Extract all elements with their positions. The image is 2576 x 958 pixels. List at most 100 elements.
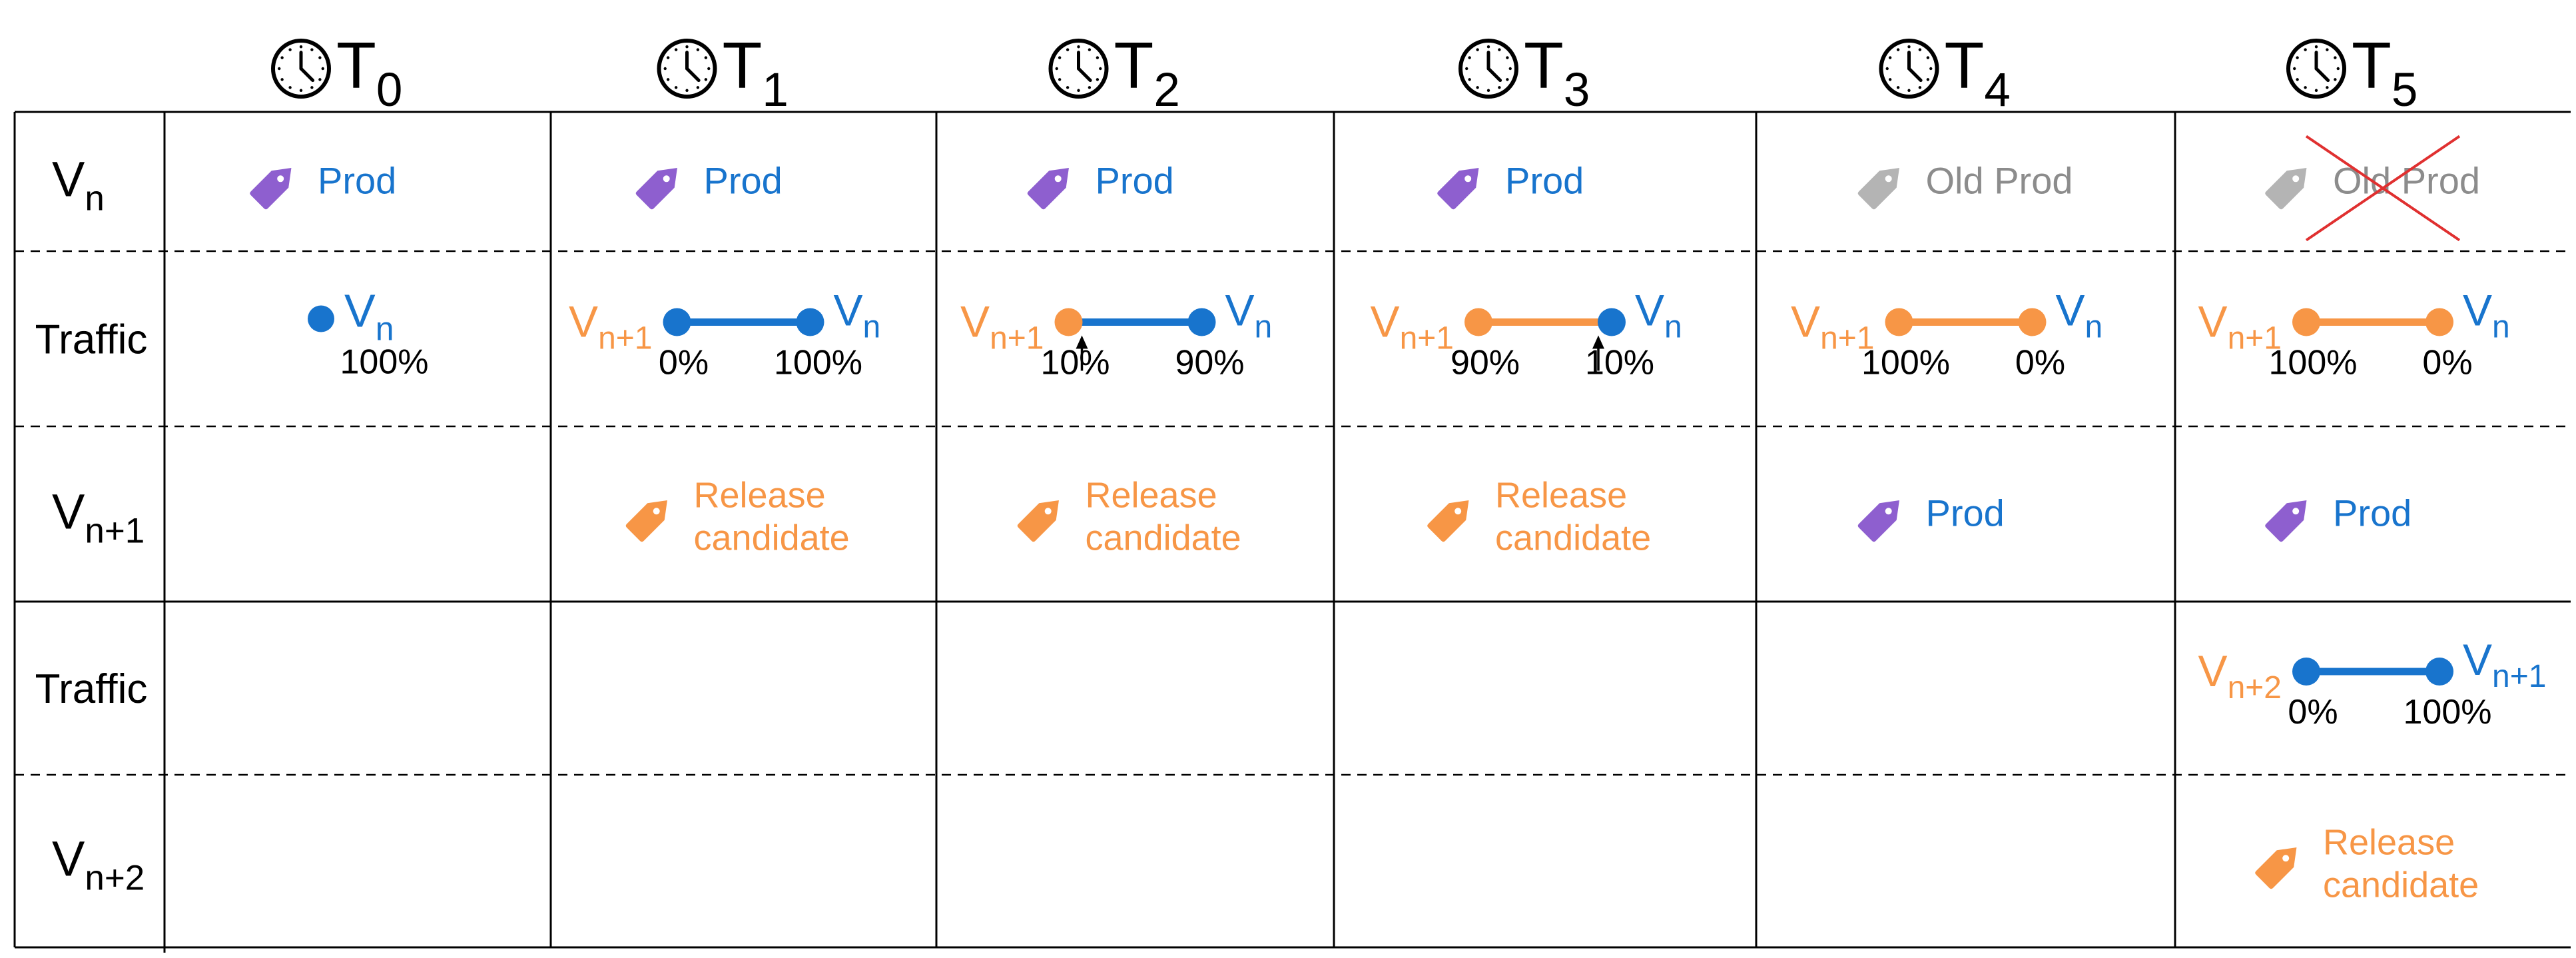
clock-tick [1907, 89, 1911, 92]
tag-hole [1885, 508, 1892, 515]
traffic-version-label: Vn [344, 285, 394, 348]
clock-tick [1929, 67, 1933, 71]
traffic-left-version: Vn+1 [960, 297, 1044, 356]
label-subscript-text: n+1 [1820, 321, 1874, 356]
clock-tick [666, 78, 670, 81]
clock-tick [1508, 67, 1512, 71]
version-tag: Old Prod [1857, 160, 2073, 210]
label-base-text: V [2463, 635, 2492, 684]
label-subscript-text: n [1664, 310, 1682, 345]
version-tag: Prod [635, 160, 783, 210]
clock-tick [1077, 89, 1080, 92]
label-base-text: V [2463, 286, 2492, 335]
clock-tick [707, 67, 711, 71]
column-header-label: T5 [2352, 29, 2417, 117]
clock-tick [1486, 45, 1490, 49]
label-base-text: V [344, 285, 376, 337]
version-tag: Prod [1437, 160, 1584, 210]
clock-face [657, 39, 717, 99]
row-label-traffic: Traffic [35, 666, 148, 712]
traffic-left-version: Vn+1 [569, 297, 652, 356]
label-subscript-text: n [2085, 310, 2103, 345]
clock-tick [1088, 48, 1092, 51]
traffic-endpoint-left [1464, 308, 1492, 336]
clock-face [1048, 39, 1109, 99]
clock-tick [1077, 45, 1080, 49]
traffic-endpoint-left [1885, 308, 1913, 336]
traffic-right-version: Vn [834, 286, 881, 345]
tag-label: Prod [1505, 160, 1584, 202]
column-header-t0: T0 [271, 29, 402, 117]
tag-label: Prod [2333, 492, 2412, 534]
tag-hole [2292, 175, 2300, 183]
clock-tick [2293, 67, 2296, 71]
clock-tick [1918, 48, 1922, 51]
traffic-endpoint-right [1187, 308, 1216, 336]
tag-body [2265, 500, 2307, 542]
clock-tick [1058, 78, 1062, 81]
tag-body [1857, 168, 1899, 210]
row-label-version: Vn [52, 152, 105, 219]
tag-hole [1044, 508, 1052, 515]
traffic-endpoint-left [2292, 308, 2320, 336]
version-tag: Prod [1027, 160, 1174, 210]
tag-icon [250, 168, 292, 210]
label-subscript-text: n [85, 179, 104, 219]
label-base-text: V [1635, 286, 1664, 335]
traffic-right-percent: 10% [1585, 344, 1654, 382]
tag-body [1017, 500, 1059, 542]
tag-label-line: Release [2323, 823, 2455, 863]
tag-icon [2255, 847, 2297, 889]
tag-body [250, 168, 292, 210]
version-tag: Prod [250, 160, 396, 210]
tag-label: Prod [704, 160, 783, 202]
label-base-text: V [2056, 286, 2085, 335]
tag-label: Prod [318, 160, 396, 202]
label-subscript-text: n [1255, 310, 1273, 345]
tag-hole [653, 508, 660, 515]
tag-label-line: Release [694, 476, 826, 516]
clock-tick [1918, 86, 1922, 89]
clock-tick [1099, 67, 1102, 71]
tag-label-line: candidate [2323, 865, 2479, 905]
label-subscript-text: n [863, 310, 881, 345]
traffic-endpoint-left [1054, 308, 1083, 336]
traffic-right-percent: 100% [2404, 693, 2492, 731]
label-base-text: T [1945, 29, 1985, 102]
label-subscript-text: n+1 [2492, 659, 2546, 694]
traffic-endpoint-left [2292, 658, 2320, 686]
clock-tick [1468, 56, 1471, 59]
tag-body [635, 168, 677, 210]
clock-hand-hour [1486, 67, 1502, 83]
clock-tick [1885, 67, 1889, 71]
clock-tick [1926, 78, 1930, 81]
label-base-text: V [52, 831, 85, 887]
clock-tick [666, 56, 670, 59]
column-header-label: T0 [336, 29, 402, 117]
tag-label-line: Release [1086, 476, 1217, 516]
clock-tick [318, 78, 322, 81]
label-base-text: V [2198, 297, 2228, 346]
clock-icon [271, 39, 331, 99]
label-subscript-text: 0 [376, 64, 403, 117]
column-header-t5: T5 [2286, 29, 2417, 117]
clock-tick [318, 56, 322, 59]
label-subscript-text: 1 [762, 64, 789, 117]
row-label-traffic: Traffic [35, 317, 148, 363]
traffic-dot [308, 305, 334, 332]
pointer-head [1076, 335, 1088, 349]
tag-label-line: candidate [1086, 518, 1241, 558]
column-header-t3: T3 [1458, 29, 1590, 117]
clock-tick [674, 48, 678, 51]
tag-icon [2265, 168, 2307, 210]
column-header-label: T1 [723, 29, 789, 117]
traffic-left-percent: 100% [1861, 344, 1950, 382]
label-subscript-text: n+1 [85, 512, 145, 551]
tag-hole [1885, 175, 1892, 183]
tag-label-line: candidate [1495, 518, 1651, 558]
traffic-right-version: Vn [2056, 286, 2103, 345]
clock-icon [1048, 39, 1109, 99]
traffic-left-version: Vn+1 [1371, 297, 1454, 356]
